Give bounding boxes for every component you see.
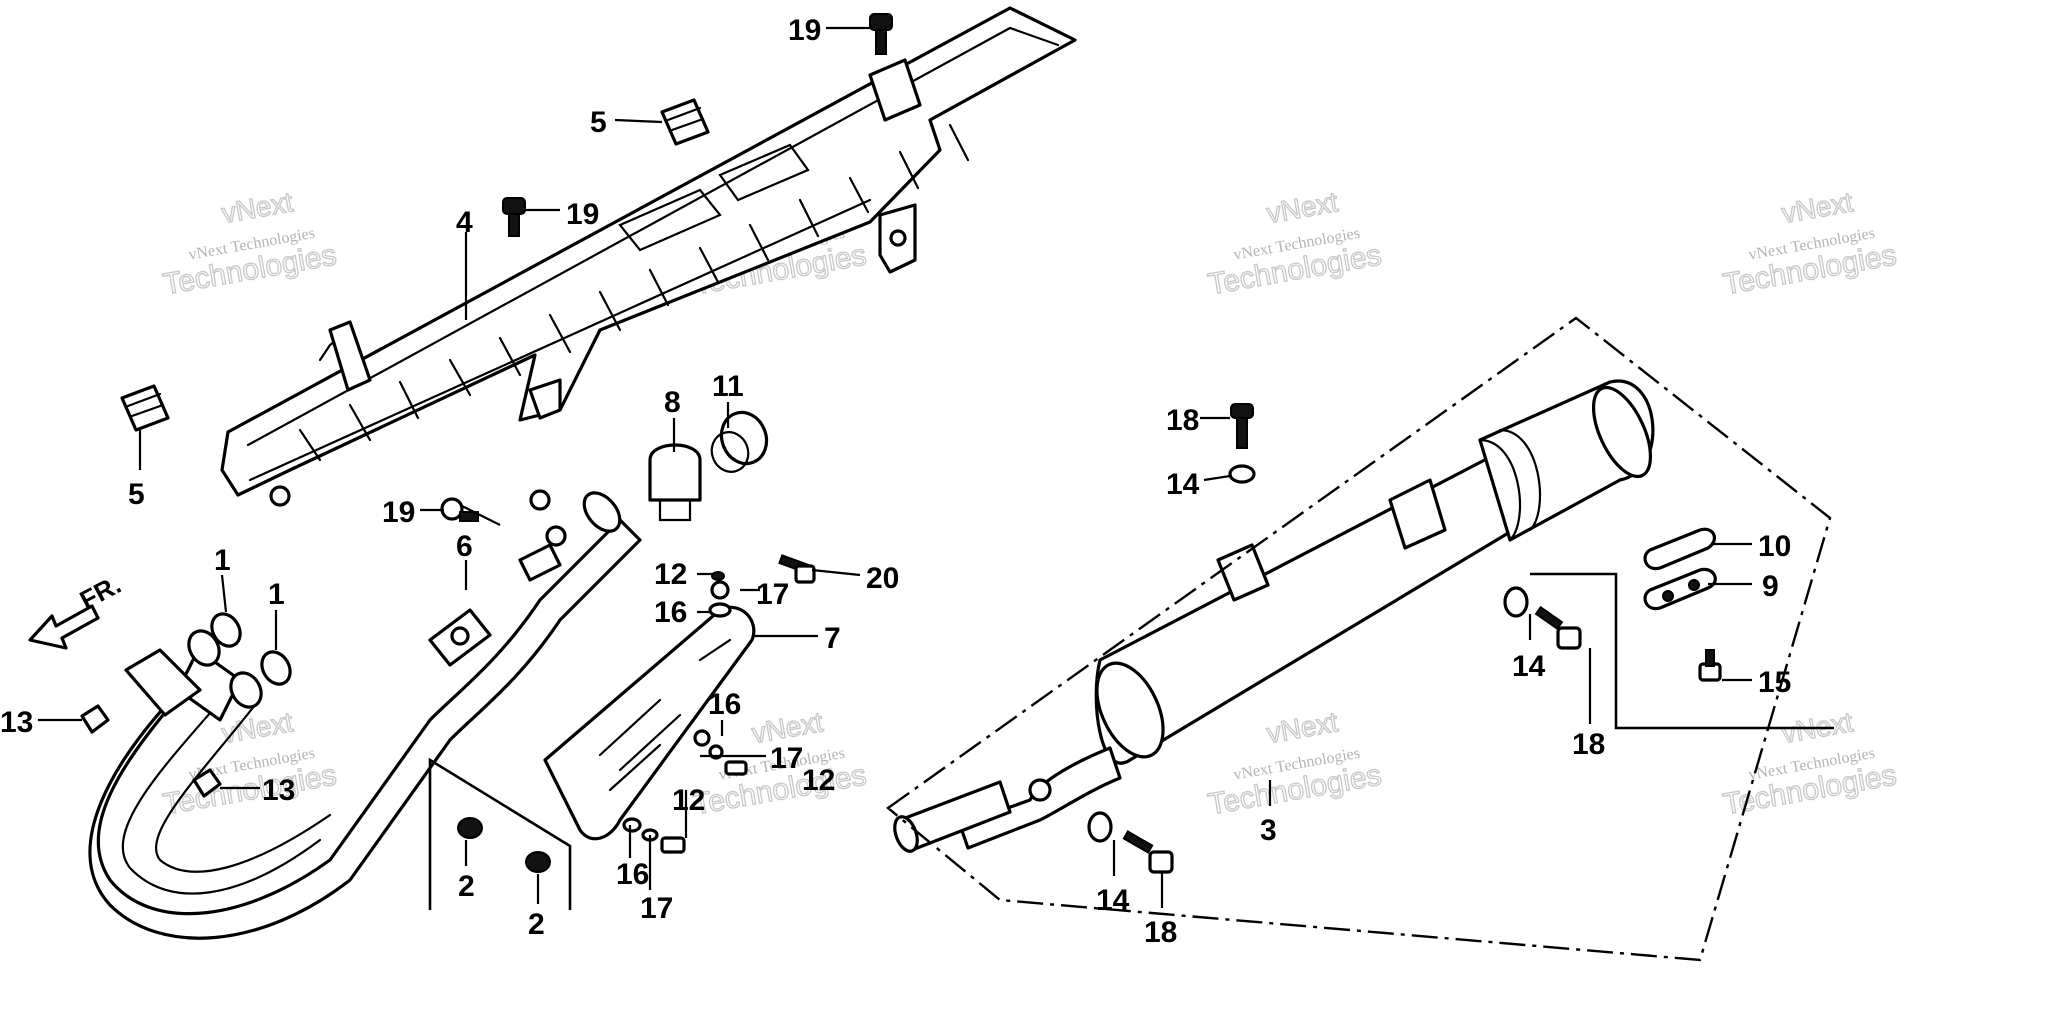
callout-16-a: 16 [654, 596, 687, 629]
washer-part-14-top [1228, 464, 1256, 484]
callout-14-right: 14 [1512, 650, 1546, 683]
muffler-part-3 [893, 379, 1655, 853]
callout-19-low: 19 [382, 496, 415, 529]
watermark-line-1: vNext [1264, 706, 1340, 749]
gasket-part-1-b [260, 650, 292, 686]
watermark: vNext vNext Technologies Technologies [1205, 186, 1384, 303]
callout-5-left: 5 [128, 478, 145, 511]
leader-lines [38, 26, 1752, 908]
rubber-grommet-5-left [120, 384, 170, 432]
nut-part-13-b [192, 768, 222, 798]
sleeve-part-11 [710, 410, 769, 473]
watermark-line-1: vNext [1264, 186, 1340, 229]
bolt-part-18-bottom [1122, 830, 1174, 874]
gasket-part-2-a [457, 817, 483, 839]
front-direction-label: FR. [75, 569, 126, 615]
watermark: vNext vNext Technologies Technologies [1720, 186, 1899, 303]
gasket-part-2-b [525, 851, 551, 873]
bolt-part-15 [1698, 649, 1722, 682]
callout-17-c: 17 [640, 892, 673, 925]
bolt-part-18-top [1230, 403, 1254, 449]
callout-13-a: 13 [0, 706, 33, 739]
callout-3: 3 [1260, 814, 1277, 847]
watermark-line-1: vNext [219, 186, 295, 229]
callout-11: 11 [712, 370, 744, 403]
exhaust-pipe-part-6 [88, 491, 642, 940]
callout-7: 7 [824, 622, 841, 655]
callout-12-c: 12 [672, 784, 705, 817]
plate-part-10 [1643, 527, 1717, 571]
callout-2-a: 2 [458, 870, 475, 903]
gasket-bracket-frame [428, 757, 572, 910]
nut-part-13-a [80, 704, 110, 734]
watermark: vNext vNext Technologies Technologies [1720, 706, 1899, 823]
callout-2-b: 2 [528, 908, 545, 941]
callout-labels: 19 5 19 4 5 8 11 19 6 1 1 13 13 12 17 16… [0, 14, 1791, 949]
callout-14-bottom: 14 [1096, 884, 1130, 917]
callout-19-top: 19 [788, 14, 821, 47]
rubber-grommet-5-top [660, 98, 710, 146]
callout-6: 6 [456, 530, 473, 563]
bolt-19-low [440, 497, 479, 522]
clamp-part-8 [648, 443, 702, 522]
callout-4: 4 [456, 206, 473, 239]
muffler-assembly-frame [886, 316, 1834, 962]
bolt-part-18-right [1534, 605, 1582, 650]
callout-1-b: 1 [268, 578, 285, 611]
callout-18-bottom: 18 [1144, 916, 1177, 949]
bolt-19-top [869, 13, 893, 55]
plate-part-9 [1643, 567, 1717, 611]
callout-13-b: 13 [262, 774, 295, 807]
washer-part-14-bottom [1087, 811, 1113, 843]
pipe-protector-part-7 [543, 605, 756, 841]
callout-18-right: 18 [1572, 728, 1605, 761]
callout-19-mid: 19 [566, 198, 599, 231]
callout-5-top: 5 [590, 106, 607, 139]
front-direction-arrow: FR. [28, 569, 126, 650]
gasket-part-1-a [210, 612, 242, 648]
bolt-20 [778, 554, 816, 584]
callout-15: 15 [1758, 666, 1791, 699]
watermark-line-1: vNext [219, 706, 295, 749]
callout-16-b: 16 [708, 688, 741, 721]
heat-shield-part-4 [220, 6, 1077, 511]
washer-part-14-right [1503, 586, 1529, 618]
bolt-19-mid [502, 197, 526, 237]
callout-20: 20 [866, 562, 899, 595]
callout-8: 8 [664, 386, 681, 419]
watermark: vNext vNext Technologies Technologies [1205, 706, 1384, 823]
callout-9: 9 [1762, 570, 1779, 603]
callout-16-c: 16 [616, 858, 649, 891]
watermark-line-1: vNext [1779, 186, 1855, 229]
callout-12-a: 12 [654, 558, 687, 591]
callout-17-a: 17 [756, 578, 789, 611]
callout-10: 10 [1758, 530, 1791, 563]
watermark: vNext vNext Technologies Technologies [160, 186, 339, 303]
callout-14-top: 14 [1166, 468, 1200, 501]
callout-18-top: 18 [1166, 404, 1199, 437]
callout-17-b: 17 [770, 742, 803, 775]
hardware-stack-12-16-17 [622, 571, 748, 854]
callout-12-b: 12 [802, 764, 835, 797]
callout-1-a: 1 [214, 544, 231, 577]
